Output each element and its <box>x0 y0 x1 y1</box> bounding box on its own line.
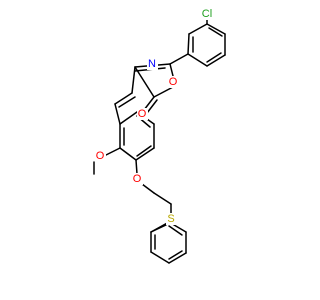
nitrogen-atom: N <box>147 58 158 70</box>
bond <box>206 23 226 35</box>
bond <box>119 147 137 161</box>
bond <box>146 99 158 114</box>
bond <box>134 66 155 98</box>
bond <box>150 251 170 264</box>
bond <box>136 145 152 157</box>
bond <box>206 52 222 63</box>
bond <box>168 250 183 260</box>
methoxy-oxygen-label: O <box>96 150 105 162</box>
ether-oxygen-label: O <box>133 173 142 185</box>
bond <box>119 111 138 125</box>
bond <box>187 53 208 67</box>
molecule-structure-diagram: Cl N O O O O S <box>93 8 226 264</box>
bonds <box>93 16 226 264</box>
bond <box>105 147 121 156</box>
sulfur-label: S <box>167 213 174 225</box>
carbonyl-oxygen-atom: O <box>137 108 148 120</box>
bond <box>208 27 223 37</box>
bond <box>141 183 155 194</box>
bond <box>118 96 136 108</box>
chlorine-atom: Cl <box>198 8 216 20</box>
chlorine-label: Cl <box>202 8 212 20</box>
ether-oxygen-atom: O <box>132 173 143 185</box>
bond <box>135 147 155 161</box>
methoxy-oxygen-atom: O <box>95 150 106 162</box>
bond <box>168 252 187 264</box>
bond <box>135 159 138 175</box>
carbonyl-oxygen-label: O <box>138 108 147 120</box>
ring-oxygen-atom: O <box>168 76 179 88</box>
ring-oxygen-label: O <box>169 76 178 88</box>
bond <box>153 86 174 98</box>
bond <box>168 225 183 236</box>
bond <box>169 63 174 77</box>
bond <box>114 92 133 105</box>
bond <box>143 96 155 111</box>
bond <box>131 66 136 94</box>
bond <box>188 23 208 35</box>
nitrogen-label: N <box>148 58 156 70</box>
bond <box>153 192 172 205</box>
bond <box>206 54 226 67</box>
bond <box>114 103 121 125</box>
bond <box>187 33 190 55</box>
atom-labels: Cl N O O O O S <box>95 8 216 225</box>
bond <box>169 53 189 65</box>
sulfur-atom: S <box>166 213 177 225</box>
